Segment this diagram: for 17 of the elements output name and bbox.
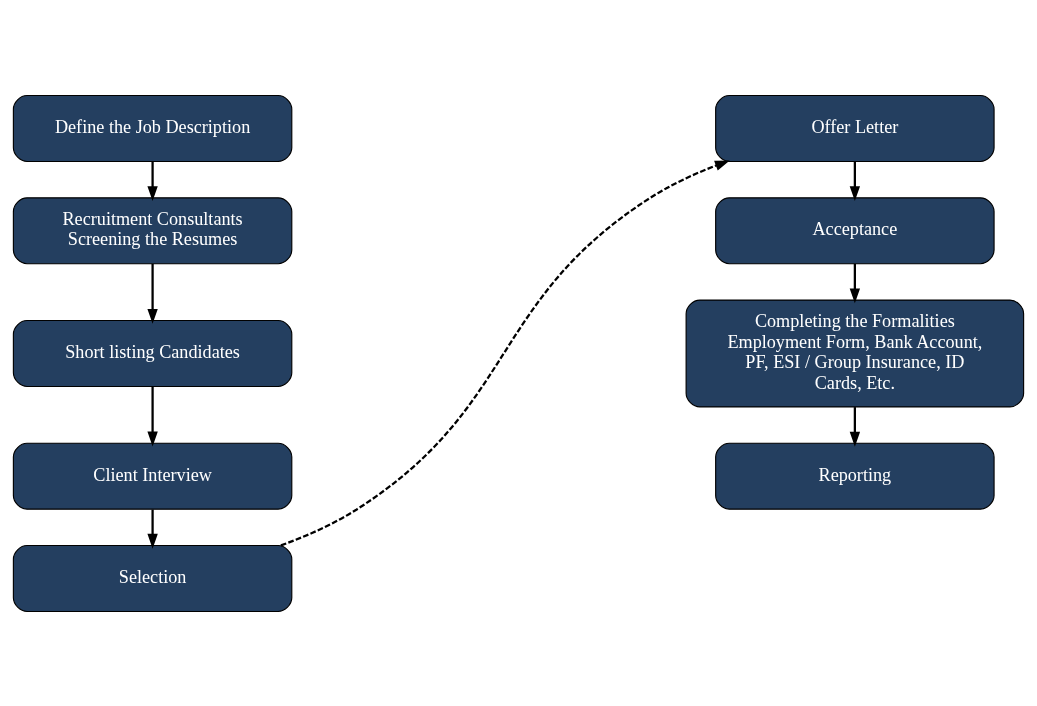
- arrow: [849, 161, 861, 201]
- arrow: [849, 263, 861, 303]
- node-box: Acceptance: [715, 196, 995, 264]
- node-box: Offer Letter: [715, 94, 995, 162]
- node-box: Completing the Formalities Employment Form, Bank Account, PF, ESI / Group Insurance, ID Cards, Etc.: [685, 299, 1025, 407]
- node-box: Define the Job Description: [12, 94, 293, 162]
- arrow: [147, 509, 158, 549]
- node-box: Recruitment Consultants Screening the Resumes: [12, 196, 293, 264]
- node-box: Reporting: [715, 442, 995, 510]
- arrow: [280, 159, 730, 546]
- node-box: Selection: [12, 544, 293, 612]
- arrow: [147, 263, 158, 324]
- arrow: [849, 406, 861, 447]
- arrow: [147, 161, 158, 201]
- node-box: Short listing Candidates: [12, 319, 293, 387]
- node-box: Client Interview: [12, 442, 293, 510]
- arrow: [147, 386, 158, 446]
